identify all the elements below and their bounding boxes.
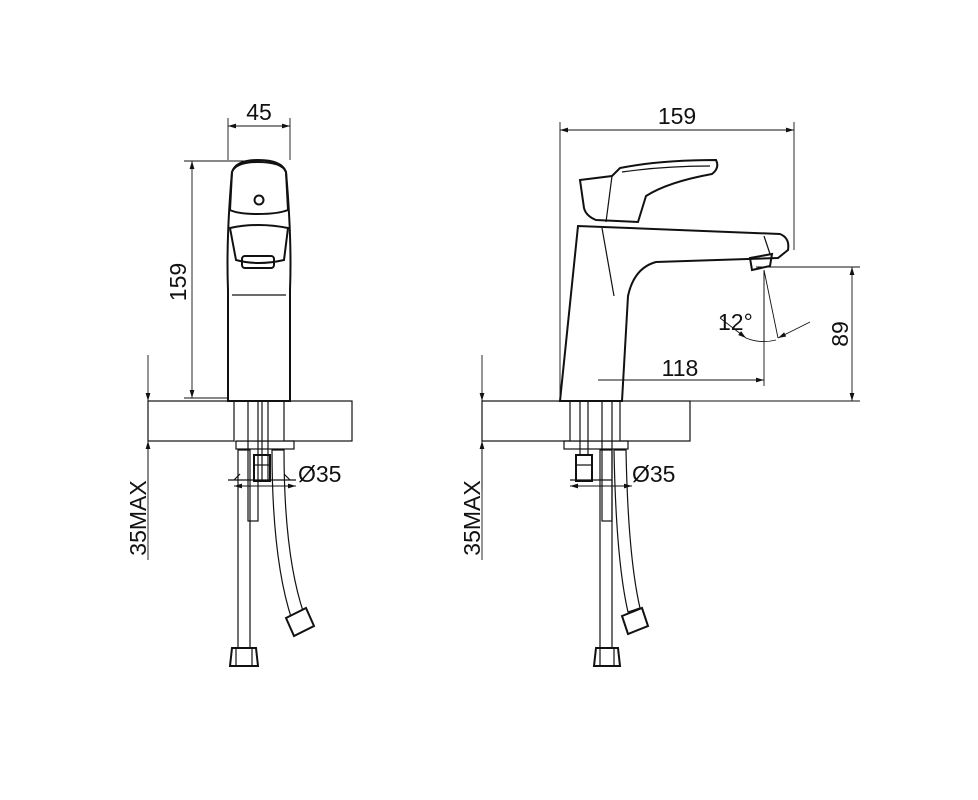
- front-deck-label: 35MAX: [125, 480, 151, 555]
- side-faucet-handle: [578, 158, 719, 224]
- front-hoses: [228, 449, 316, 667]
- front-dim-deck: 35MAX: [125, 355, 151, 560]
- front-view: 45 159 Ø35 35MAX: [125, 99, 353, 667]
- side-reach-label: 118: [662, 355, 699, 381]
- side-length-label: 159: [658, 103, 696, 129]
- side-hoses: [592, 449, 650, 667]
- front-dim-height: 159: [165, 160, 256, 399]
- side-deck-label: 35MAX: [459, 480, 485, 555]
- side-dim-hole: Ø35: [570, 461, 675, 489]
- side-hole-label: Ø35: [632, 461, 675, 487]
- side-spout-height-label: 89: [827, 321, 853, 347]
- side-faucet-body: [558, 224, 790, 402]
- front-dim-width: 45: [227, 99, 291, 160]
- front-dim-hole: Ø35: [234, 461, 341, 489]
- front-hole-label: Ø35: [298, 461, 341, 487]
- side-angle-label: 12°: [718, 309, 753, 335]
- side-dim-length: 159: [559, 103, 795, 398]
- side-dim-spout-height: 89: [690, 266, 860, 402]
- side-countertop: [481, 400, 691, 442]
- front-faucet-body: [226, 158, 292, 402]
- front-height-label: 159: [165, 263, 191, 301]
- side-view: 159 118 89 12° Ø35: [459, 103, 860, 667]
- side-dim-angle: 12°: [718, 269, 811, 343]
- side-dim-deck: 35MAX: [459, 355, 485, 560]
- front-countertop: [147, 400, 353, 442]
- front-width-label: 45: [246, 99, 272, 125]
